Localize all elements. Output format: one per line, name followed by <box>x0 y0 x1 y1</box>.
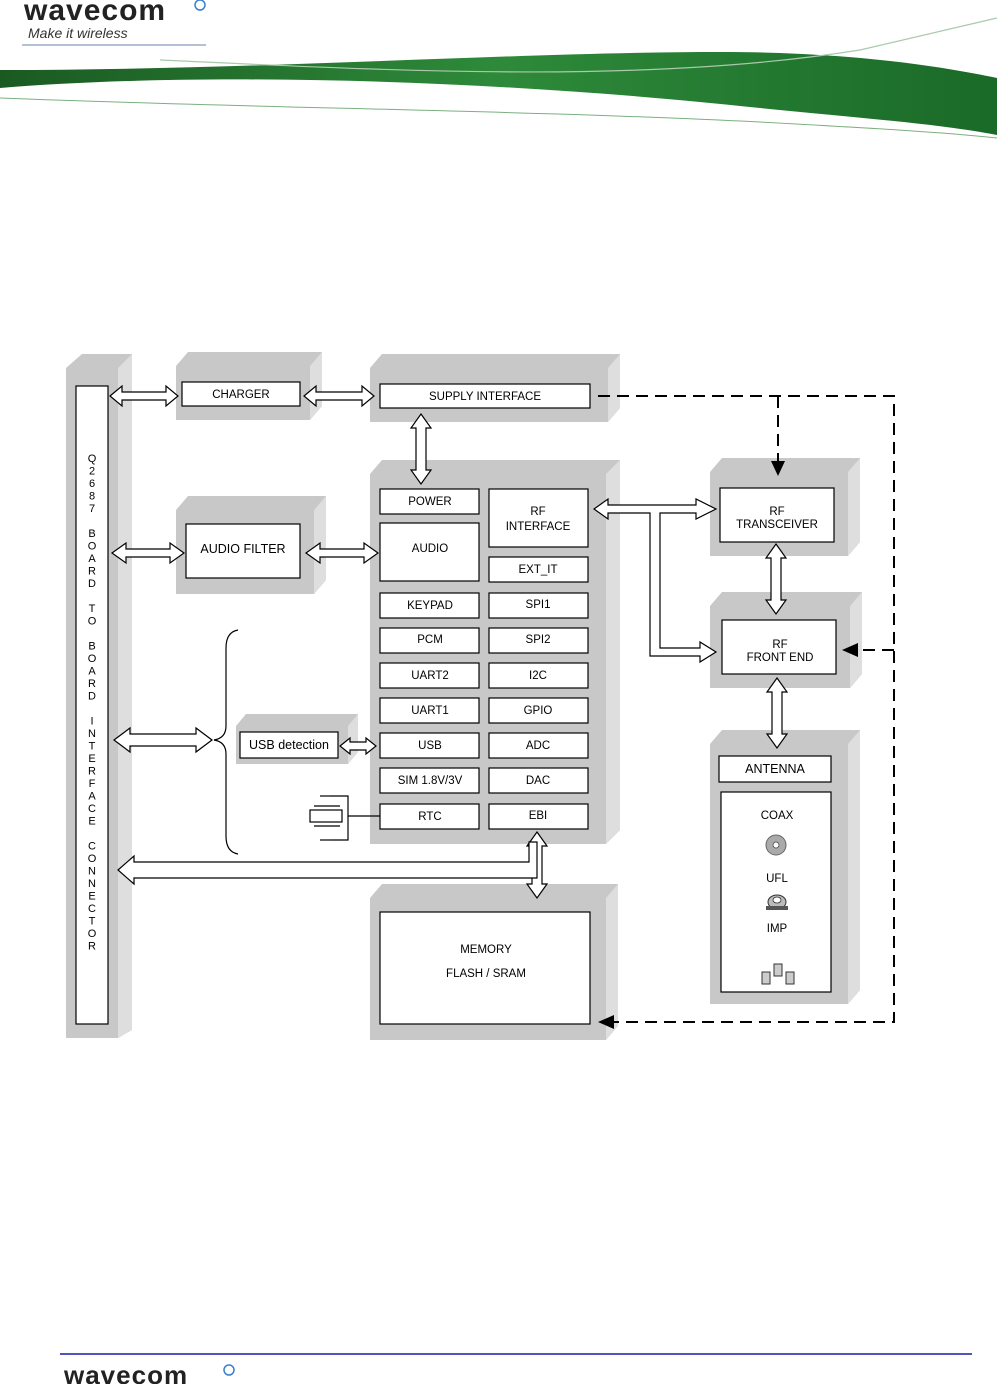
antenna-block: ANTENNA COAX UFL IMP <box>710 730 860 1004</box>
crystal-icon <box>309 795 380 841</box>
usb-detection-label: USB detection <box>249 738 329 752</box>
arrow-connector-brace <box>113 726 213 754</box>
gpio-label: GPIO <box>524 705 553 717</box>
rf-front-end-label-1: RF <box>772 639 787 651</box>
usb-detection-block: USB detection <box>236 714 358 764</box>
adc-label: ADC <box>526 740 550 752</box>
ext-it-label: EXT_IT <box>519 564 558 576</box>
charger-label: CHARGER <box>212 389 270 401</box>
header: wavecom Make it wireless <box>0 0 997 139</box>
uart2-label: UART2 <box>411 670 449 682</box>
ebi-label: EBI <box>529 810 548 822</box>
footer-brand-logo: wavecom <box>63 1360 188 1384</box>
uart1-label: UART1 <box>411 705 449 717</box>
pcm-label: PCM <box>417 634 443 646</box>
rf-transceiver-label-2: TRANSCEIVER <box>736 519 818 531</box>
arrow-audio-filter-audio <box>304 541 380 565</box>
baseband-block: POWER AUDIO RF INTERFACE EXT_IT KEYPAD S… <box>370 460 620 844</box>
i2c-label: I2C <box>529 670 547 682</box>
supply-interface-block: SUPPLY INTERFACE <box>370 354 620 422</box>
rf-interface-label-1: RF <box>530 506 545 518</box>
rf-transceiver-block: RF TRANSCEIVER <box>710 458 860 556</box>
audio-label: AUDIO <box>412 543 448 555</box>
arrow-frontend-antenna <box>765 676 789 750</box>
arrow-charger-supply <box>303 384 375 408</box>
antenna-label: ANTENNA <box>745 762 805 776</box>
brand-logo: wavecom <box>23 0 166 27</box>
ufl-label: UFL <box>766 873 788 885</box>
imp-pads-icon <box>761 963 795 985</box>
sim-label: SIM 1.8V/3V <box>398 775 463 787</box>
keypad-label: KEYPAD <box>407 600 453 612</box>
header-swoosh <box>0 17 997 139</box>
dashed-arrowheads <box>598 461 858 1029</box>
rtc-label: RTC <box>418 811 441 823</box>
coax-connector-icon <box>765 834 787 856</box>
arrow-usb-detection <box>339 736 377 756</box>
arrow-connector-charger <box>109 384 179 408</box>
charger-block: CHARGER <box>176 352 322 420</box>
memory-block: MEMORY FLASH / SRAM <box>370 884 618 1040</box>
spi1-label: SPI1 <box>526 599 551 611</box>
logo-mark-icon <box>194 0 206 11</box>
rf-bus-arrow <box>592 497 718 664</box>
imp-label: IMP <box>767 923 788 935</box>
audio-filter-block: AUDIO FILTER <box>176 496 326 594</box>
arrow-supply-baseband <box>409 412 433 486</box>
usb-label: USB <box>418 740 442 752</box>
arrow-transceiver-frontend <box>764 542 788 616</box>
memory-bus-arrow <box>117 841 538 886</box>
spi2-label: SPI2 <box>526 634 551 646</box>
memory-label-2: FLASH / SRAM <box>446 968 526 980</box>
footer-logo-mark-icon <box>223 1364 235 1376</box>
arrow-connector-audio <box>110 541 186 565</box>
rf-front-end-label-2: FRONT END <box>747 652 814 664</box>
tagline: Make it wireless <box>28 25 128 41</box>
coax-label: COAX <box>761 810 794 822</box>
rf-interface-label-2: INTERFACE <box>506 521 571 533</box>
memory-label-1: MEMORY <box>460 944 512 956</box>
supply-interface-label: SUPPLY INTERFACE <box>429 391 541 403</box>
peripheral-brace <box>213 629 239 855</box>
footer: wavecom <box>60 1353 972 1384</box>
rf-transceiver-label-1: RF <box>769 506 784 518</box>
dac-label: DAC <box>526 775 550 787</box>
dashed-control-lines <box>598 395 895 1023</box>
audio-filter-label: AUDIO FILTER <box>200 542 285 556</box>
power-label: POWER <box>408 496 451 508</box>
rf-front-end-block: RF FRONT END <box>710 592 862 688</box>
ufl-connector-icon <box>766 894 788 910</box>
